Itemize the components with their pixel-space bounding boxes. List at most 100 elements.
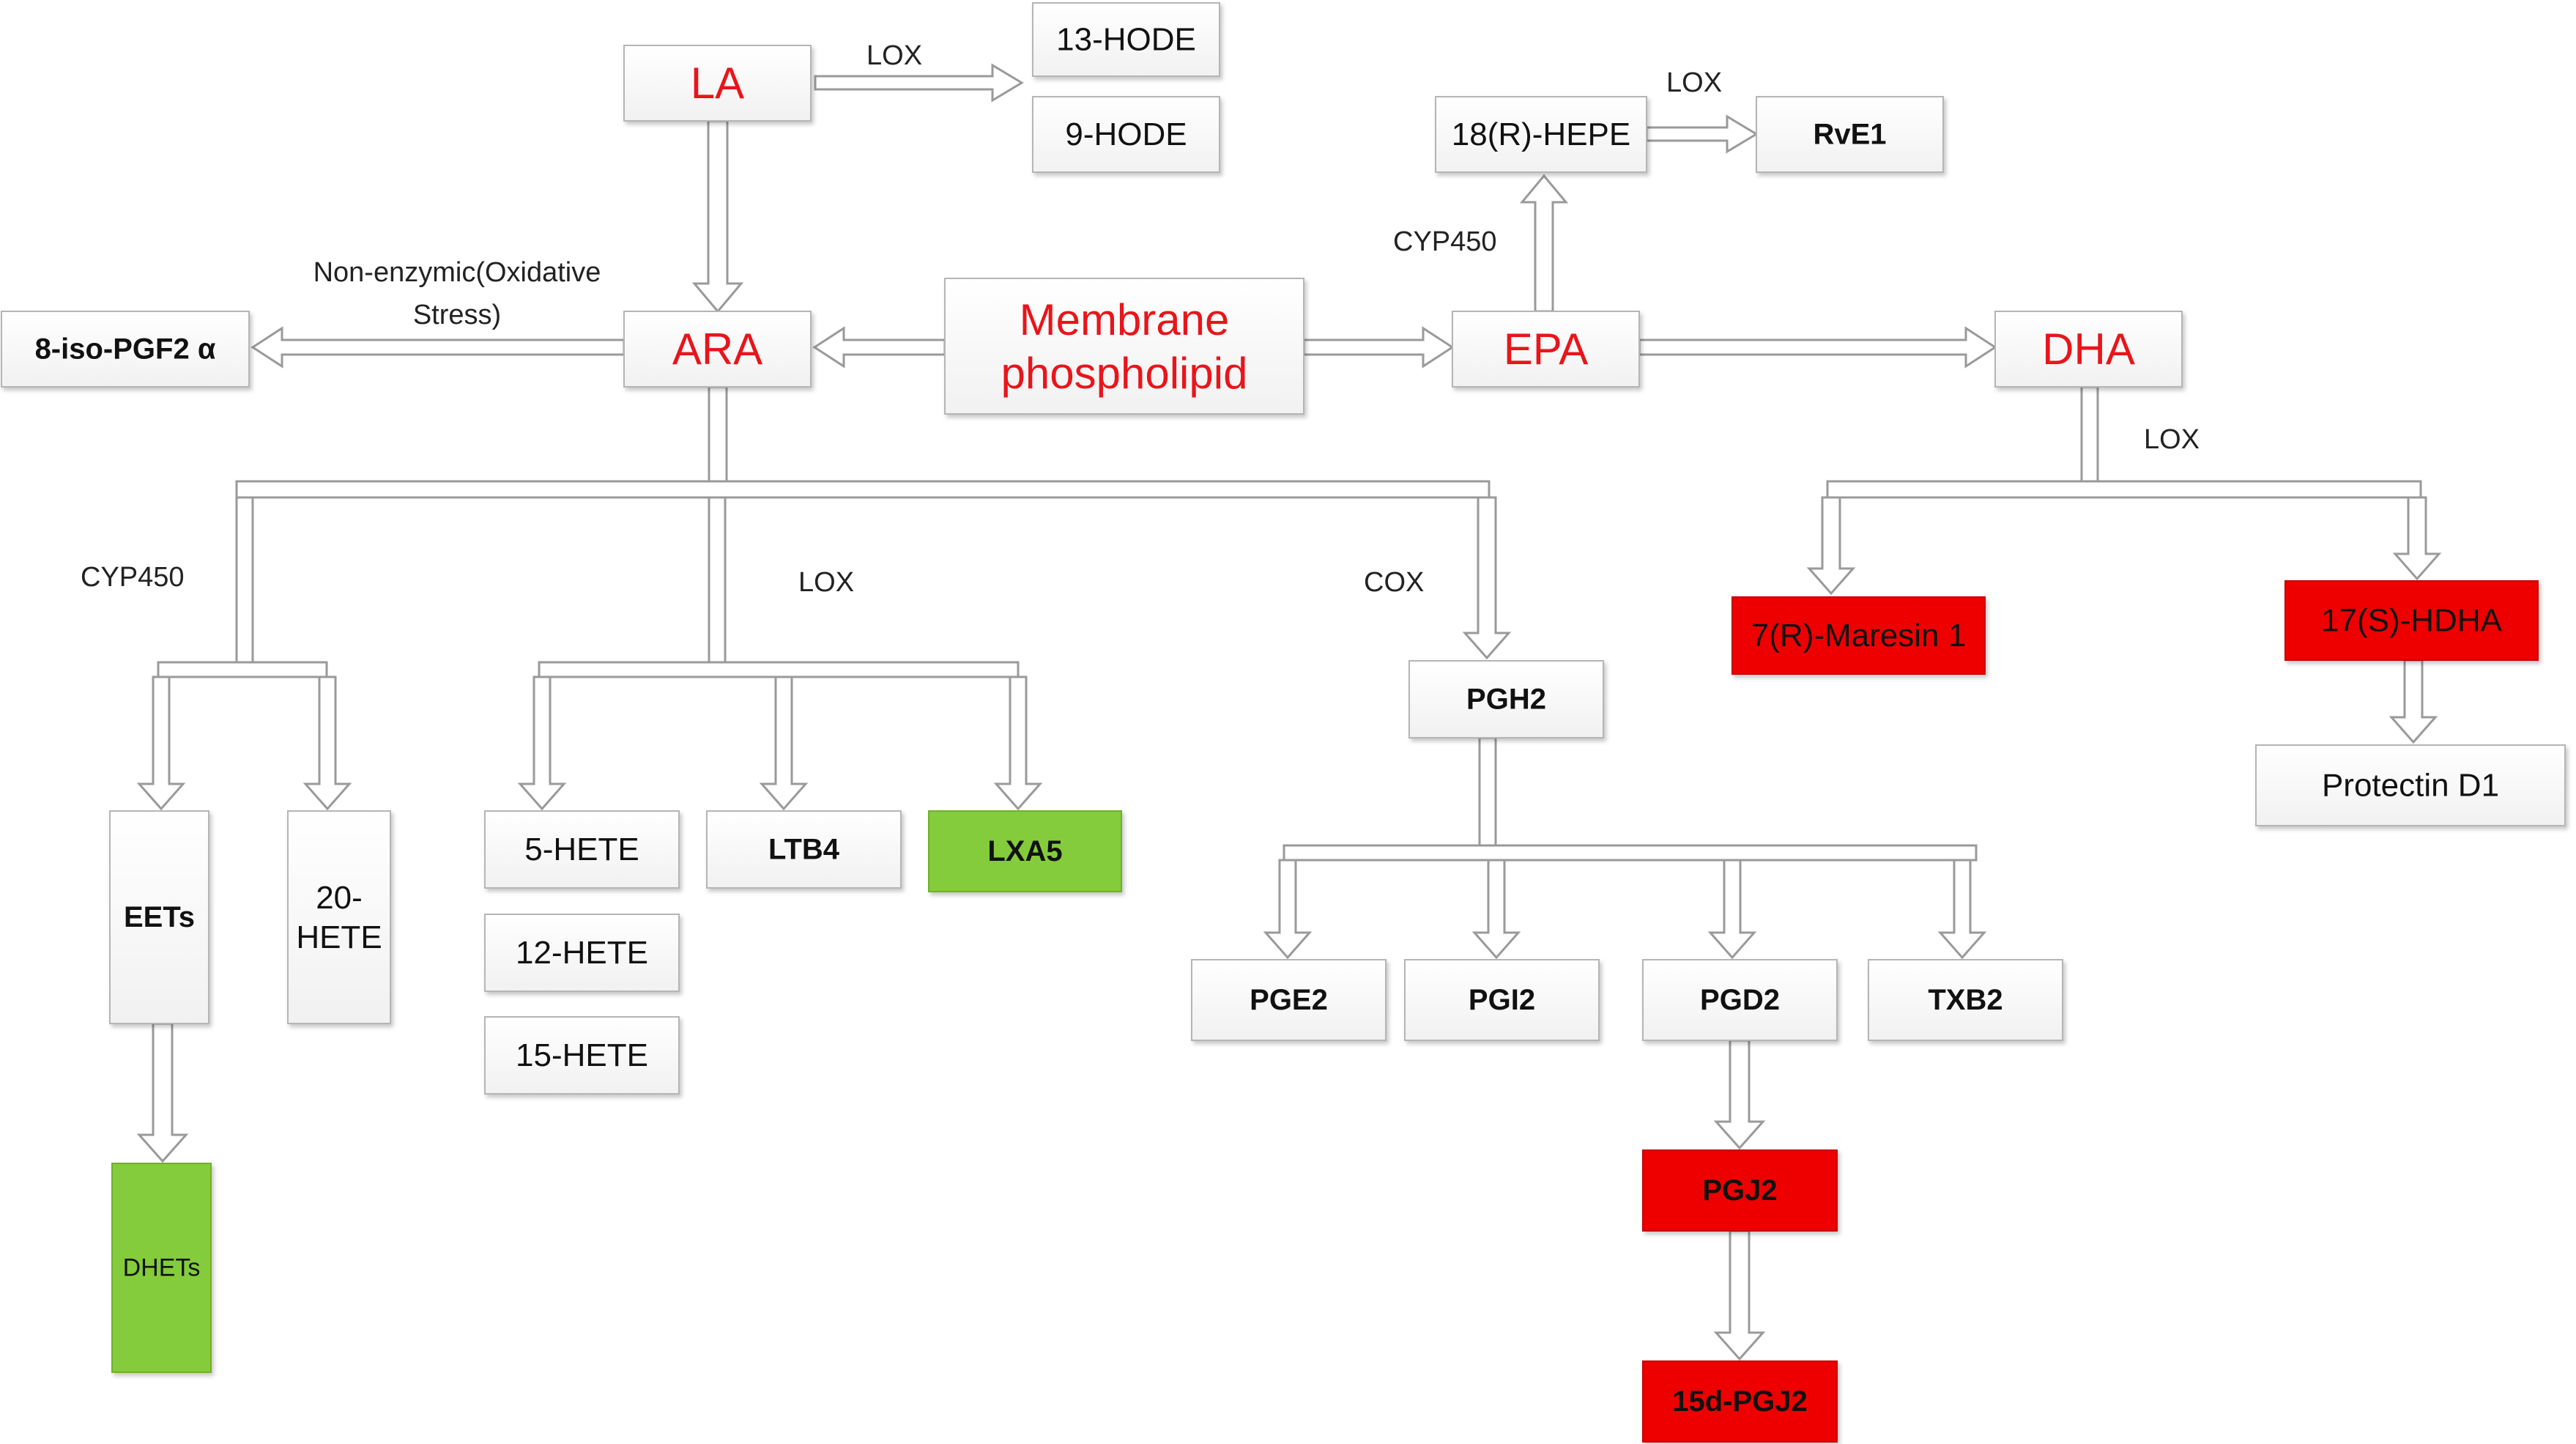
arrow-17s-hdha-to-protectin-d1 <box>2388 659 2438 744</box>
node-box-hepe18r <box>1435 96 1647 173</box>
connector-pgh2-trunk <box>1478 736 1497 848</box>
node-label-pgh2: PGH2 <box>1466 684 1546 716</box>
node-box-pgj2-15d <box>1642 1360 1838 1443</box>
node-label-pgj2: PGJ2 <box>1702 1174 1777 1207</box>
arrow-epa-to-18r-hepe <box>1519 174 1569 313</box>
node-hete15: 15-HETE <box>484 1016 680 1095</box>
arrow-pgh2-to-pgd2 <box>1707 859 1757 960</box>
node-label-iso-pgf2a: 8-iso-PGF2 α <box>35 333 216 366</box>
node-box-dha <box>1994 311 2183 388</box>
node-epa: EPA <box>1452 311 1640 388</box>
arrow-pgh2-to-pgi2 <box>1471 859 1521 960</box>
edge-label-lox-hepe: LOX <box>1666 67 1722 98</box>
node-label-la: LA <box>691 59 744 108</box>
node-label-pgi2: PGI2 <box>1469 984 1535 1016</box>
node-label-hepe18r: 18(R)-HEPE <box>1452 116 1631 152</box>
node-box-la <box>623 45 812 122</box>
arrow-pgj2-to-15d-pgj2 <box>1713 1229 1766 1361</box>
node-label-pgd2: PGD2 <box>1700 984 1780 1016</box>
node-pgj2-15d: 15d-PGJ2 <box>1642 1360 1838 1443</box>
arrow-pgd2-to-pgj2 <box>1713 1039 1766 1150</box>
edge-label-cox-ara: COX <box>1364 567 1424 598</box>
node-pgh2: PGH2 <box>1408 660 1604 738</box>
arrow-18r-hepe-to-rve1 <box>1645 114 1759 154</box>
node-label-ltb4: LTB4 <box>768 834 840 866</box>
node-label-eets: EETs <box>124 901 195 933</box>
arrow-epa-to-dha <box>1638 326 1997 369</box>
node-hode9: 9-HODE <box>1032 96 1220 173</box>
node-label-hete5: 5-HETE <box>524 832 639 867</box>
node-box-pgj2 <box>1642 1149 1838 1232</box>
arrow-dha-to-17s-hdha <box>2392 496 2442 581</box>
node-ara: ARA <box>623 311 812 388</box>
node-txb2: TXB2 <box>1868 959 2063 1041</box>
edge-label-cyp450-ara: CYP450 <box>81 562 185 593</box>
connector-ara-trunk <box>708 385 728 484</box>
node-box-maresin <box>1731 596 1986 675</box>
node-box-lxa5 <box>928 810 1122 892</box>
connector-dha-bar <box>1826 480 2422 499</box>
edge-label-lox-la: LOX <box>866 40 922 71</box>
node-pge2: PGE2 <box>1191 959 1387 1041</box>
node-box-hete15 <box>484 1016 680 1095</box>
arrow-eets-to-dhets <box>136 1022 189 1163</box>
node-label-lxa5: LXA5 <box>987 835 1062 867</box>
node-label-hode13: 13-HODE <box>1056 22 1196 58</box>
connector-ara-bar <box>235 480 1491 499</box>
node-pgd2: PGD2 <box>1642 959 1838 1041</box>
node-box-ara <box>623 311 812 388</box>
node-label-dhets: DHETs <box>123 1254 201 1282</box>
node-box-hode13 <box>1032 2 1220 77</box>
node-la: LA <box>623 45 812 122</box>
node-maresin: 7(R)-Maresin 1 <box>1731 596 1986 675</box>
arrow-pgh2-to-pge2 <box>1263 859 1313 960</box>
arrow-lox-to-ltb4 <box>759 675 809 811</box>
node-box-pgh2 <box>1408 660 1604 738</box>
node-box-ltb4 <box>706 810 902 889</box>
arrow-membrane-to-ara <box>812 326 946 369</box>
node-ltb4: LTB4 <box>706 810 902 889</box>
node-rve1: RvE1 <box>1756 96 1944 173</box>
arrow-ara-to-pgh2 <box>1462 496 1512 660</box>
arrow-pgh2-to-txb2 <box>1937 859 1987 960</box>
node-box-iso-pgf2a <box>1 311 250 388</box>
node-dha: DHA <box>1994 311 2183 388</box>
connector-lox-bar <box>538 661 1020 678</box>
node-hepe18r: 18(R)-HEPE <box>1435 96 1647 173</box>
node-hete20: 20-HETE <box>287 810 391 1024</box>
node-label-pge2: PGE2 <box>1250 984 1328 1016</box>
edge-label-cyp450-epa: CYP450 <box>1393 226 1497 257</box>
arrow-lox-to-5-hete <box>517 675 567 811</box>
node-protectin: Protectin D1 <box>2255 744 2566 826</box>
node-label-ara: ARA <box>672 325 762 374</box>
node-label-dha: DHA <box>2042 325 2135 374</box>
node-box-txb2 <box>1868 959 2063 1041</box>
node-hode13: 13-HODE <box>1032 2 1220 77</box>
connector-dha-trunk <box>2080 385 2099 484</box>
node-lxa5: LXA5 <box>928 810 1122 892</box>
node-label-txb2: TXB2 <box>1928 984 2002 1016</box>
node-label-hete12: 12-HETE <box>516 935 648 971</box>
node-label-maresin: 7(R)-Maresin 1 <box>1751 618 1966 653</box>
node-label-hete20: 20-HETE <box>296 880 382 955</box>
arrow-ara-to-8-iso-pgf2a <box>250 326 626 369</box>
node-box-epa <box>1452 311 1640 388</box>
node-box-rve1 <box>1756 96 1944 173</box>
node-hete12: 12-HETE <box>484 914 680 992</box>
node-dhets: DHETs <box>111 1163 212 1373</box>
edge-label-lox-ara: LOX <box>798 567 854 598</box>
node-box-hode9 <box>1032 96 1220 173</box>
arrow-cyp450-to-eets <box>136 675 186 811</box>
node-box-hete20 <box>287 810 391 1024</box>
node-box-pgi2 <box>1404 959 1600 1041</box>
node-box-dhets <box>111 1163 212 1373</box>
connector-pgh2-bar <box>1283 844 1978 862</box>
node-pgj2: PGJ2 <box>1642 1149 1838 1232</box>
arrow-dha-to-7r-maresin-1 <box>1806 496 1856 596</box>
